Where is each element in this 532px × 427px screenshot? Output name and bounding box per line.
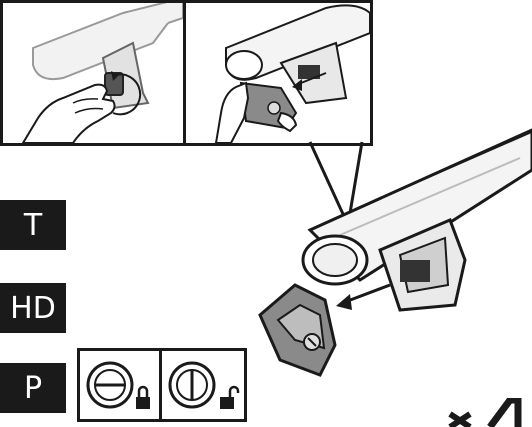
badge-hd: HD: [0, 283, 66, 333]
quantity-mark-partial: [448, 398, 532, 427]
badge-hd-label: HD: [10, 291, 56, 326]
lock-state-locked: [77, 348, 162, 422]
badge-p-label: P: [24, 371, 42, 406]
lock-closed-icon: [80, 351, 159, 419]
detail-panel-turn-key: [0, 0, 186, 146]
lock-open-icon: [162, 351, 244, 419]
lock-state-unlocked: [159, 348, 247, 422]
badge-t: T: [0, 200, 66, 250]
badge-p: P: [0, 363, 66, 413]
roof-bar-end-illustration: [250, 110, 532, 380]
hand-turning-key-illustration: [3, 3, 183, 143]
badge-t-label: T: [24, 208, 42, 243]
